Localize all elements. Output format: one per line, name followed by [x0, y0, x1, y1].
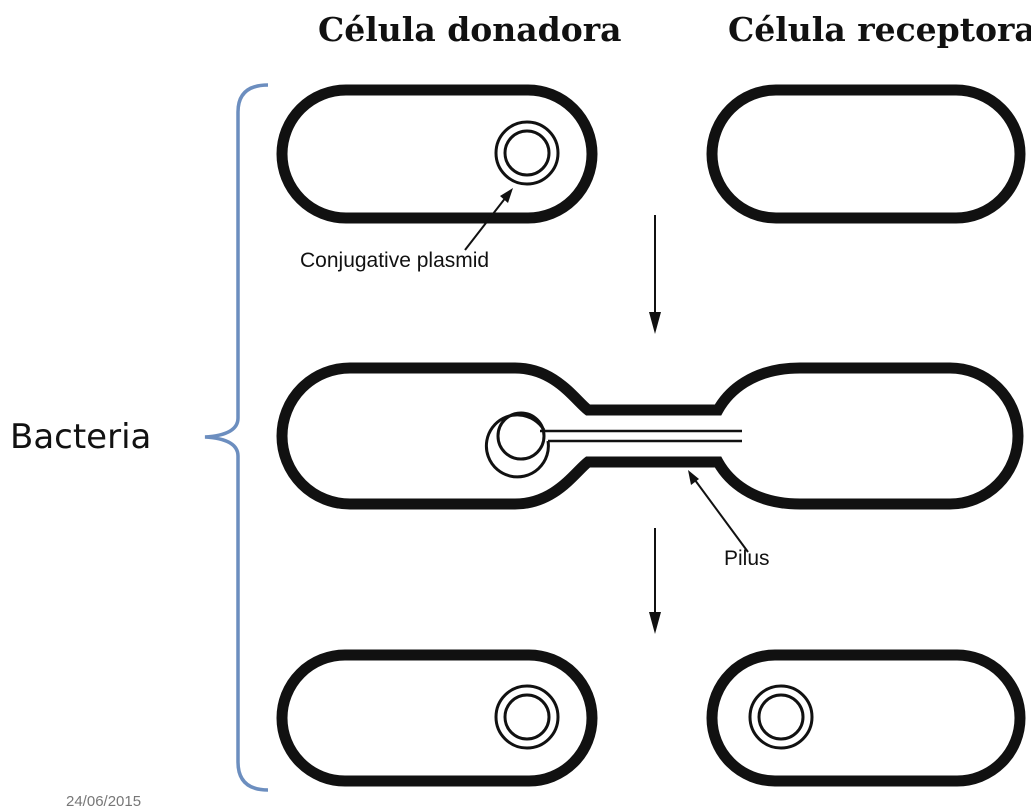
donor-cell-final: [282, 655, 592, 781]
footer-date: 24/06/2015: [66, 793, 141, 806]
recipient-cell-heading: Célula receptora: [728, 10, 1031, 49]
plasmid-transferring: [486, 413, 548, 477]
plasmid-donor-initial: [496, 122, 558, 184]
plasmid-recipient-final: [750, 686, 812, 748]
conjugative-plasmid-label: Conjugative plasmid: [300, 249, 489, 273]
process-arrow-2: [649, 528, 661, 634]
bacteria-label: Bacteria: [10, 417, 151, 457]
mating-pair-outline: [282, 368, 1018, 504]
bacteria-bracket: [205, 85, 268, 790]
donor-cell-initial: [282, 90, 592, 218]
plasmid-donor-final: [496, 686, 558, 748]
pilus-label: Pilus: [724, 547, 770, 571]
recipient-cell-initial: [712, 90, 1020, 218]
pilus-bridge: [540, 431, 742, 441]
process-arrow-1: [649, 215, 661, 334]
donor-cell-heading: Célula donadora: [318, 10, 622, 49]
